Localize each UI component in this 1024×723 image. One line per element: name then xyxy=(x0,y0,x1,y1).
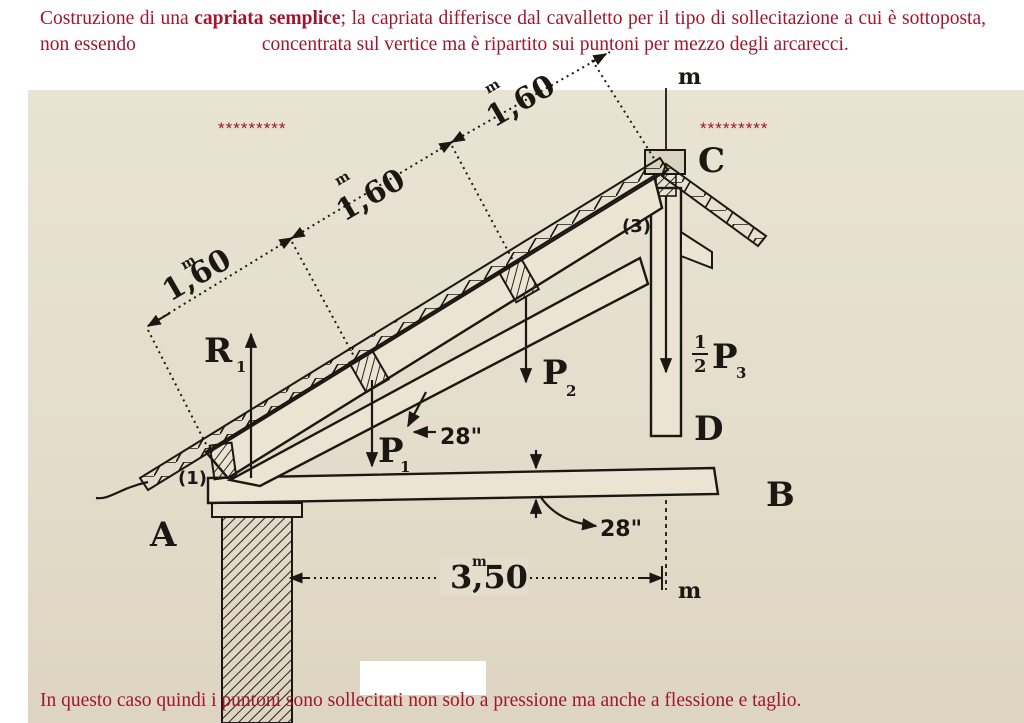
diagram-labels: A B C D R 1 P 1 P 2 1 2 P 3 m m (1) (3) … xyxy=(149,64,795,604)
label-P1-sub: 1 xyxy=(400,458,410,476)
label-A: A xyxy=(149,515,177,555)
label-P1: P xyxy=(378,431,404,471)
label-m-bottom: m xyxy=(678,578,701,604)
caption-bold-term: capriata semplice xyxy=(194,8,341,29)
caption-part2: ; la capriata differisce dal cavalletto … xyxy=(40,8,987,55)
dim-seg3-unit: m xyxy=(482,76,503,97)
king-post xyxy=(644,149,713,438)
dim-seg2-unit: m xyxy=(332,168,353,189)
purlins xyxy=(208,258,541,481)
label-P3-den: 2 xyxy=(694,356,707,377)
label-P3-sub: 3 xyxy=(736,364,746,382)
label-R-sub: 1 xyxy=(236,358,246,376)
roof-covering xyxy=(95,156,768,500)
label-m-top: m xyxy=(678,64,701,90)
label-P2-sub: 2 xyxy=(566,382,576,400)
label-R: R xyxy=(204,331,233,371)
dim-span: 3,50 xyxy=(450,558,528,596)
scanned-drawing-background xyxy=(28,90,1024,723)
force-arrows xyxy=(244,196,673,531)
caption-part3: concentrata sul vertice ma è ripartito s… xyxy=(261,34,849,55)
caption-part1: Costruzione di una xyxy=(40,8,195,29)
dimension-lines xyxy=(147,51,656,579)
stars-left: ********* xyxy=(218,119,287,138)
label-strut-angle: 28" xyxy=(440,425,482,450)
label-P3-num: 1 xyxy=(694,332,707,353)
support-wall xyxy=(211,502,303,723)
strut xyxy=(226,256,650,488)
label-C: C xyxy=(698,141,725,181)
dim-seg1-unit: m xyxy=(178,252,199,273)
label-D: D xyxy=(694,409,723,449)
label-beam-angle: 28" xyxy=(600,517,642,542)
tie-beam xyxy=(206,466,720,505)
label-B: B xyxy=(766,475,795,515)
footer-text: In questo caso quindi i puntoni sono sol… xyxy=(40,690,802,711)
dimension-arrows xyxy=(146,53,664,590)
label-P2: P xyxy=(542,353,568,393)
white-patch xyxy=(360,661,486,695)
label-P3: P xyxy=(712,337,738,377)
caption-text: Costruzione di una capriata semplice; la… xyxy=(40,6,986,58)
dim-span-unit: m xyxy=(472,554,487,570)
span-label-bg xyxy=(440,558,528,596)
label-node-1: (1) xyxy=(178,468,207,489)
label-node-3: (3) xyxy=(622,216,651,237)
dim-seg1: 1,60 xyxy=(157,242,238,309)
stars-right: ********* xyxy=(700,119,769,138)
